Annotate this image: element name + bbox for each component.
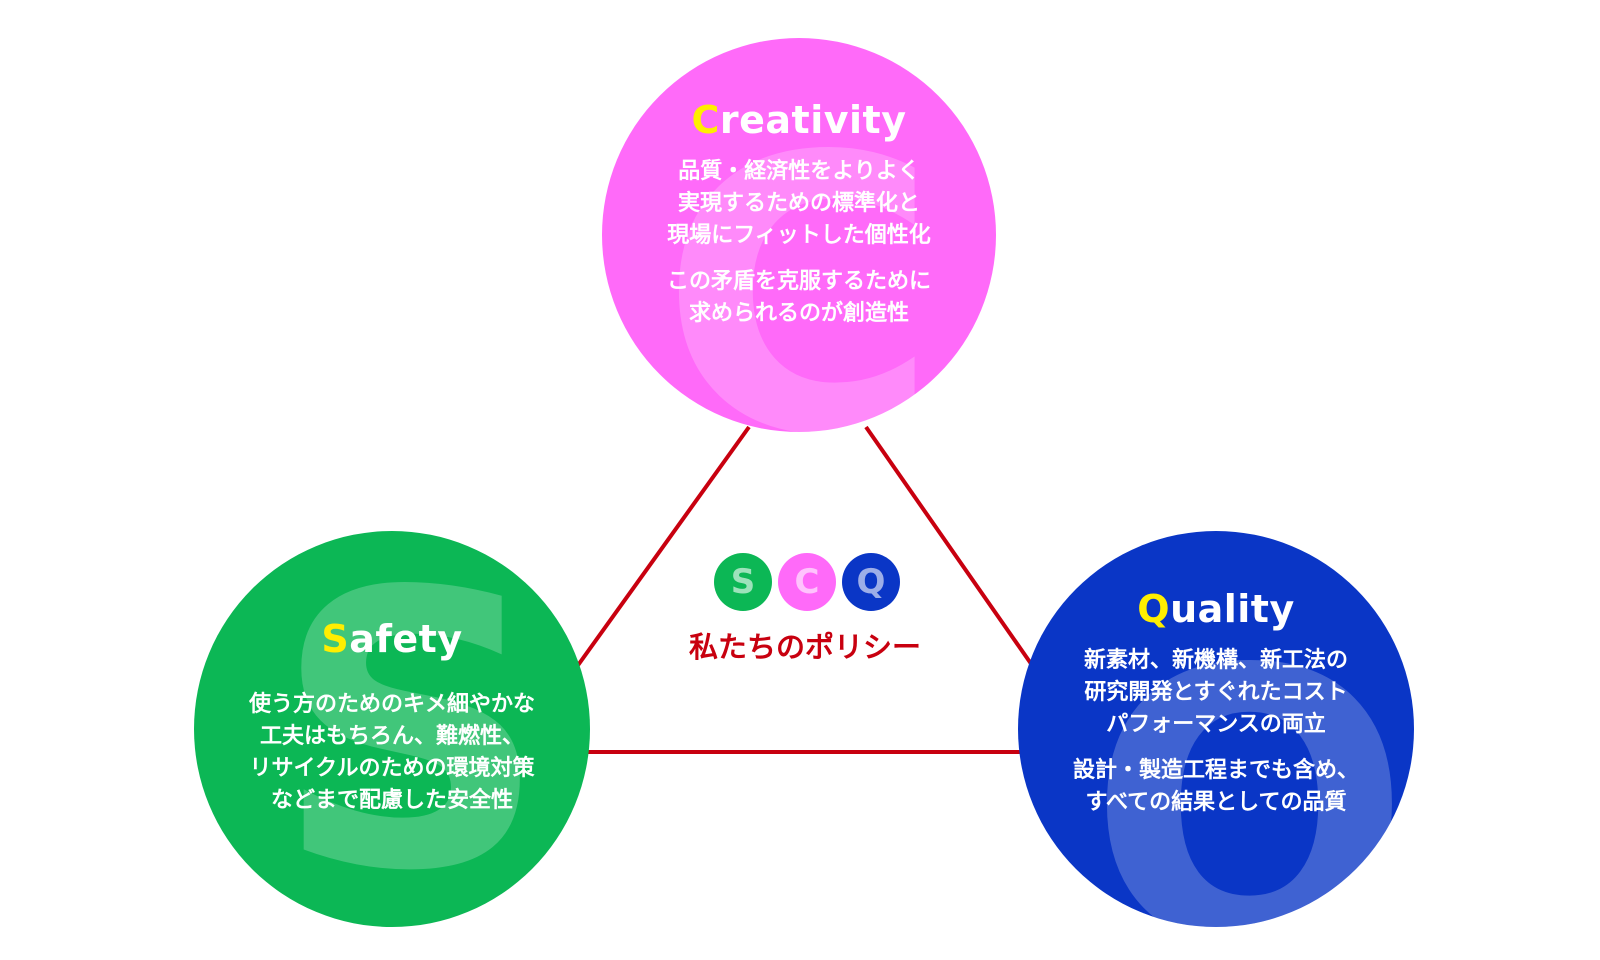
creativity-line: 品質・経済性をよりよく — [678, 159, 920, 184]
quality-description: 新素材、新機構、新工法の 研究開発とすぐれたコスト パフォーマンスの両立 設計・… — [1018, 645, 1414, 819]
scq-badges: S C Q — [714, 553, 904, 617]
quality-line: すべての結果としての品質 — [1085, 790, 1347, 815]
safety-watermark-letter: S — [274, 531, 548, 927]
creativity-title-initial: C — [691, 98, 720, 142]
safety-title-rest: afety — [349, 617, 463, 661]
quality-line: 研究開発とすぐれたコスト — [1084, 680, 1348, 705]
badge-s: S — [714, 553, 772, 611]
quality-title-initial: Q — [1137, 587, 1171, 631]
creativity-paragraph: この矛盾を克服するために 求められるのが創造性 — [602, 266, 996, 330]
quality-line: 新素材、新機構、新工法の — [1083, 648, 1348, 673]
safety-title-initial: S — [321, 617, 350, 661]
creativity-watermark-letter: C — [660, 76, 939, 433]
safety-description: 使う方のためのキメ細やかな 工夫はもちろん、難燃性、 リサイクルのための環境対策… — [194, 689, 590, 817]
badge-q: Q — [842, 553, 900, 611]
creativity-line: 実現するための標準化と — [677, 191, 920, 216]
quality-line: パフォーマンスの両立 — [1106, 712, 1326, 737]
creativity-line: 求められるのが創造性 — [688, 301, 909, 326]
creativity-description: 品質・経済性をよりよく 実現するための標準化と 現場にフィットした個性化 この矛… — [602, 156, 996, 330]
badge-c: C — [778, 553, 836, 611]
creativity-paragraph: 品質・経済性をよりよく 実現するための標準化と 現場にフィットした個性化 — [602, 156, 996, 252]
policy-label: 私たちのポリシー — [688, 630, 921, 664]
quality-paragraph: 新素材、新機構、新工法の 研究開発とすぐれたコスト パフォーマンスの両立 — [1018, 645, 1414, 741]
creativity-title-rest: reativity — [719, 98, 907, 142]
quality-line: 設計・製造工程までも含め、 — [1072, 758, 1359, 783]
line-creativity-quality — [864, 425, 1036, 670]
creativity-line: この矛盾を克服するために — [666, 269, 931, 294]
quality-watermark-letter: Q — [1088, 589, 1412, 928]
quality-title: Quality — [1018, 587, 1414, 631]
line-creativity-safety — [574, 425, 751, 670]
safety-line: 使う方のためのキメ細やかな — [248, 692, 535, 717]
quality-circle: Q Quality 新素材、新機構、新工法の 研究開発とすぐれたコスト パフォー… — [1018, 531, 1414, 927]
safety-paragraph: 使う方のためのキメ細やかな 工夫はもちろん、難燃性、 リサイクルのための環境対策… — [194, 689, 590, 817]
creativity-circle: C Creativity 品質・経済性をよりよく 実現するための標準化と 現場に… — [602, 38, 996, 432]
creativity-title: Creativity — [602, 98, 996, 142]
quality-title-rest: uality — [1170, 587, 1295, 631]
creativity-line: 現場にフィットした個性化 — [667, 223, 931, 248]
safety-title: Safety — [194, 617, 590, 661]
safety-circle: S Safety 使う方のためのキメ細やかな 工夫はもちろん、難燃性、 リサイク… — [194, 531, 590, 927]
safety-line: リサイクルのための環境対策 — [249, 756, 535, 781]
safety-line: 工夫はもちろん、難燃性、 — [259, 724, 524, 749]
safety-line: などまで配慮した安全性 — [270, 788, 513, 813]
quality-paragraph: 設計・製造工程までも含め、 すべての結果としての品質 — [1018, 755, 1414, 819]
